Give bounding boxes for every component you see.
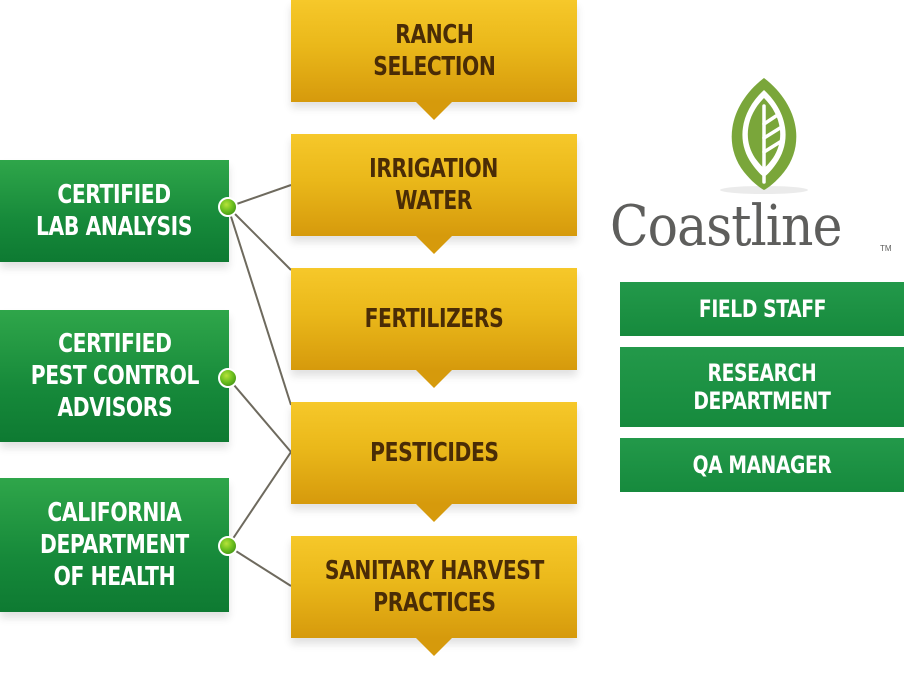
link-lab-pesticides: [227, 206, 292, 406]
flow-step-label: SANITARY HARVEST PRACTICES: [324, 556, 544, 618]
source-california-department-of-health: CALIFORNIA DEPARTMENT OF HEALTH: [0, 478, 229, 612]
flow-step-label: FERTILIZERS: [364, 304, 504, 334]
role-research-department: RESEARCH DEPARTMENT: [620, 347, 904, 427]
flow-step-label: PESTICIDES: [369, 438, 499, 468]
flow-step-label: IRRIGATION WATER: [369, 154, 499, 216]
leaf-logo-icon: [720, 78, 808, 194]
source-certified-lab-analysis: CERTIFIED LAB ANALYSIS: [0, 160, 229, 262]
link-pca-pesticides: [227, 377, 292, 453]
flow-step-ranch-selection: RANCH SELECTION: [291, 0, 577, 120]
flow-step-sanitary-harvest: SANITARY HARVEST PRACTICES: [291, 536, 577, 656]
trademark-mark: TM: [880, 244, 892, 253]
flow-step-fertilizers: FERTILIZERS: [291, 268, 577, 388]
connector-dot-icon: [218, 197, 238, 217]
link-lab-fertilizers: [227, 206, 292, 271]
source-label: CERTIFIED LAB ANALYSIS: [36, 180, 193, 242]
brand-name: Coastline: [610, 194, 842, 259]
link-health-harvest: [227, 545, 292, 587]
role-field-staff: FIELD STAFF: [620, 282, 904, 336]
role-label: QA MANAGER: [692, 451, 832, 479]
source-certified-pest-control-advisors: CERTIFIED PEST CONTROL ADVISORS: [0, 310, 229, 442]
flow-step-irrigation-water: IRRIGATION WATER: [291, 134, 577, 254]
flow-step-pesticides: PESTICIDES: [291, 402, 577, 522]
source-label: CALIFORNIA DEPARTMENT OF HEALTH: [40, 498, 189, 592]
role-qa-manager: QA MANAGER: [620, 438, 904, 492]
link-lab-irrigation: [227, 184, 292, 208]
connector-dot-icon: [218, 368, 238, 388]
flow-step-label: RANCH SELECTION: [372, 20, 496, 82]
link-health-pesticides: [227, 451, 292, 547]
role-label: FIELD STAFF: [698, 295, 826, 323]
role-label: RESEARCH DEPARTMENT: [693, 359, 831, 415]
source-label: CERTIFIED PEST CONTROL ADVISORS: [30, 329, 199, 423]
connector-dot-icon: [218, 536, 238, 556]
